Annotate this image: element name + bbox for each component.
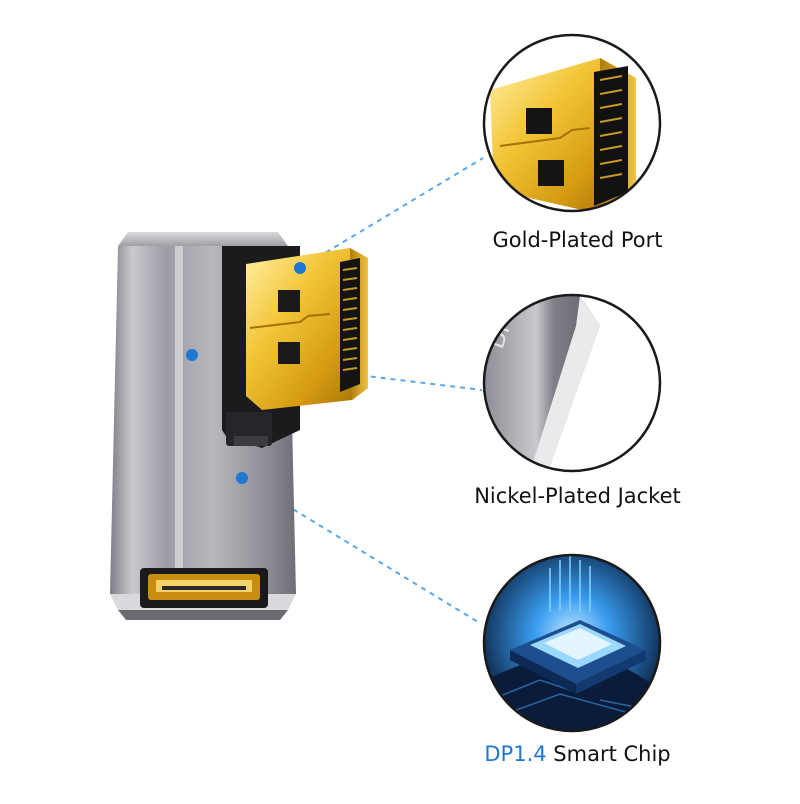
- callout-circle-chip: [482, 553, 662, 733]
- leader-line-jacket: [191, 354, 483, 391]
- callout-circle-jacket: DP: [482, 293, 662, 473]
- dot-jacket: [186, 349, 198, 361]
- label-gold-plated-port: Gold-Plated Port: [492, 228, 663, 252]
- callout-circle-port: [482, 33, 662, 213]
- leader-lines: [191, 157, 484, 623]
- gold-dp-plug: [246, 248, 368, 410]
- dot-port: [294, 262, 306, 274]
- label-chip-rest: Smart Chip: [546, 742, 671, 766]
- label-nickel-plated-jacket: Nickel-Plated Jacket: [474, 484, 681, 508]
- callout-dots: [186, 262, 306, 484]
- leader-line-chip: [241, 477, 479, 623]
- dot-chip: [236, 472, 248, 484]
- label-smart-chip: DP1.4 Smart Chip: [455, 742, 700, 766]
- label-chip-version: DP1.4: [484, 742, 547, 766]
